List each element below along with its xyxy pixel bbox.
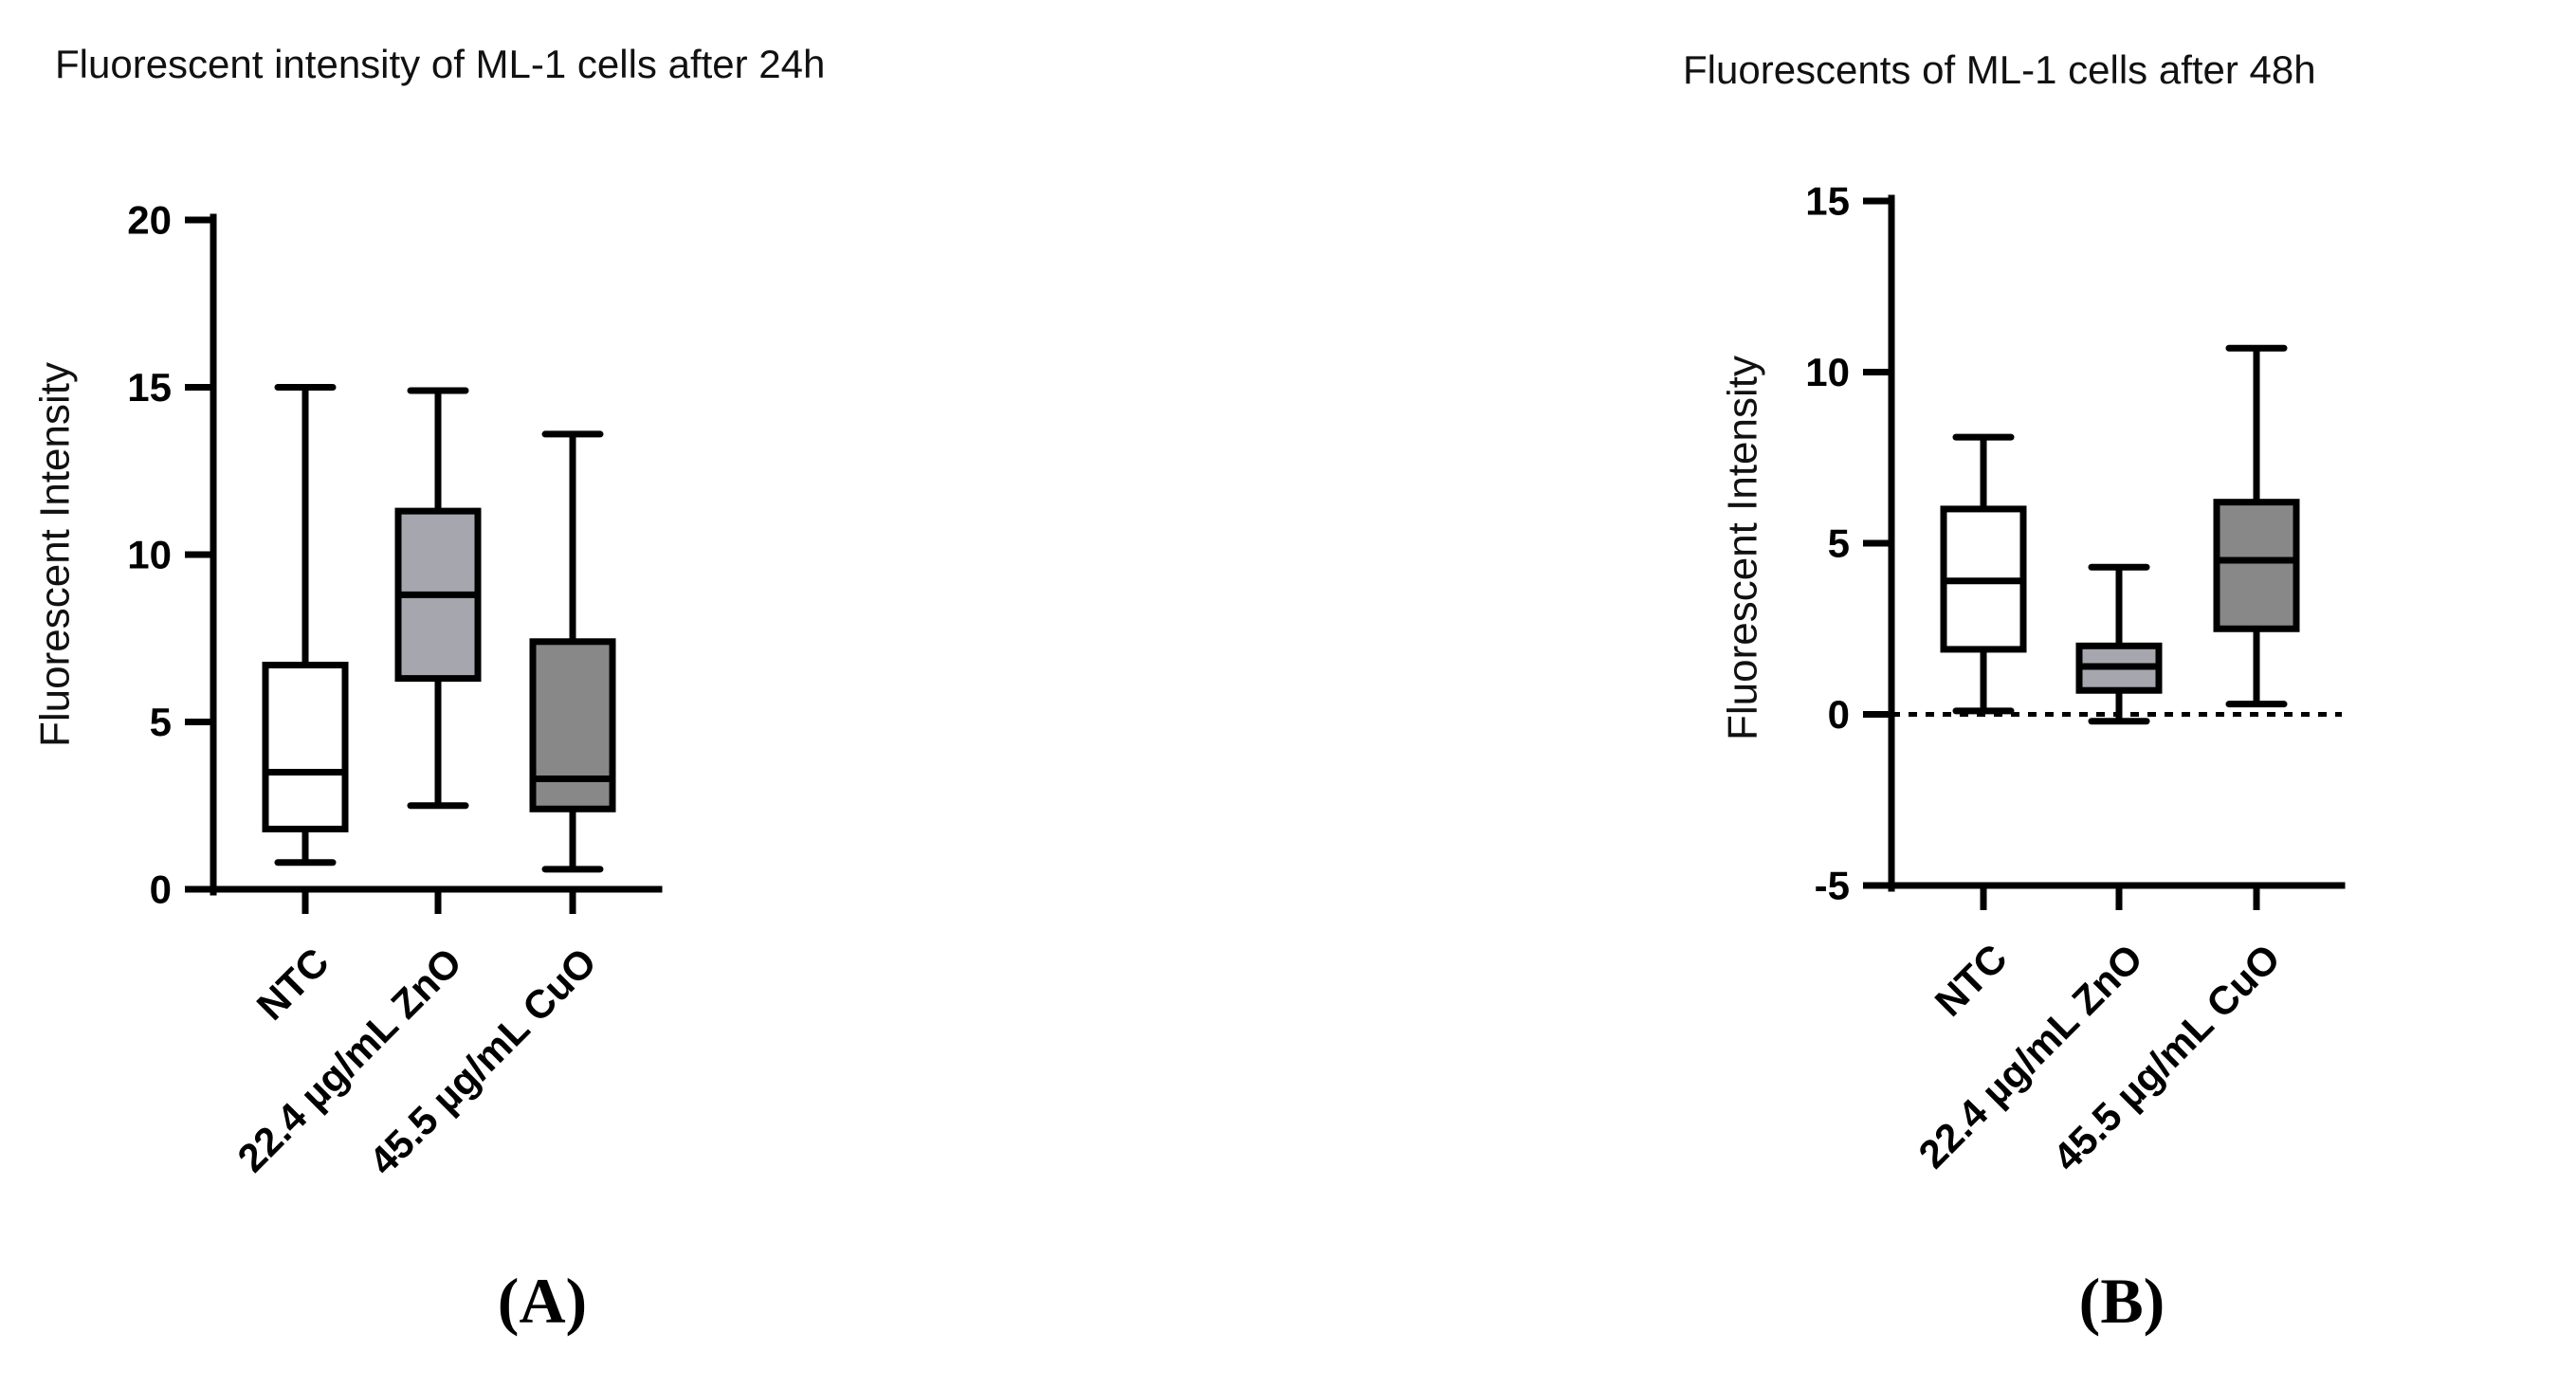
panel-label: (B) xyxy=(2079,1265,2165,1337)
panel-label: (A) xyxy=(498,1265,587,1337)
box-rect xyxy=(2213,499,2300,632)
category-label: NTC xyxy=(248,940,338,1029)
y-tick-label: 10 xyxy=(1805,350,1850,394)
y-tick-label: 5 xyxy=(150,700,172,744)
y-tick-label: 5 xyxy=(1828,521,1850,566)
box-rect xyxy=(262,661,349,832)
box-rect xyxy=(529,638,616,812)
category-label: NTC xyxy=(1927,936,2016,1025)
y-tick-label: 15 xyxy=(1805,179,1850,224)
y-tick-label: 15 xyxy=(127,365,172,410)
y-tick-label: 0 xyxy=(1828,692,1850,737)
box-2 xyxy=(2213,344,2300,708)
chart-title: Fluorescent intensity of ML-1 cells afte… xyxy=(55,42,825,86)
box-0 xyxy=(262,384,349,867)
box-0 xyxy=(1940,433,2027,715)
y-tick-label: 0 xyxy=(150,867,172,912)
box-1 xyxy=(2075,563,2163,725)
y-tick-label: -5 xyxy=(1815,864,1850,908)
chart-title: Fluorescents of ML-1 cells after 48h xyxy=(1683,47,2316,92)
category-label: 22.4 µg/mL ZnO xyxy=(228,940,469,1180)
category-label: 45.5 µg/mL CuO xyxy=(360,940,605,1184)
panel-a: Fluorescent intensity of ML-1 cells afte… xyxy=(32,42,826,1337)
y-axis-label: Fluorescent Intensity xyxy=(1720,356,1766,740)
y-tick-label: 10 xyxy=(127,533,172,577)
panel-b: Fluorescents of ML-1 cells after 48hFluo… xyxy=(1683,47,2346,1337)
category-label: 45.5 µg/mL CuO xyxy=(2044,936,2289,1180)
y-axis-label: Fluorescent Intensity xyxy=(32,362,79,747)
box-2 xyxy=(529,430,616,873)
y-tick-label: 20 xyxy=(127,198,172,243)
box-1 xyxy=(394,387,482,810)
